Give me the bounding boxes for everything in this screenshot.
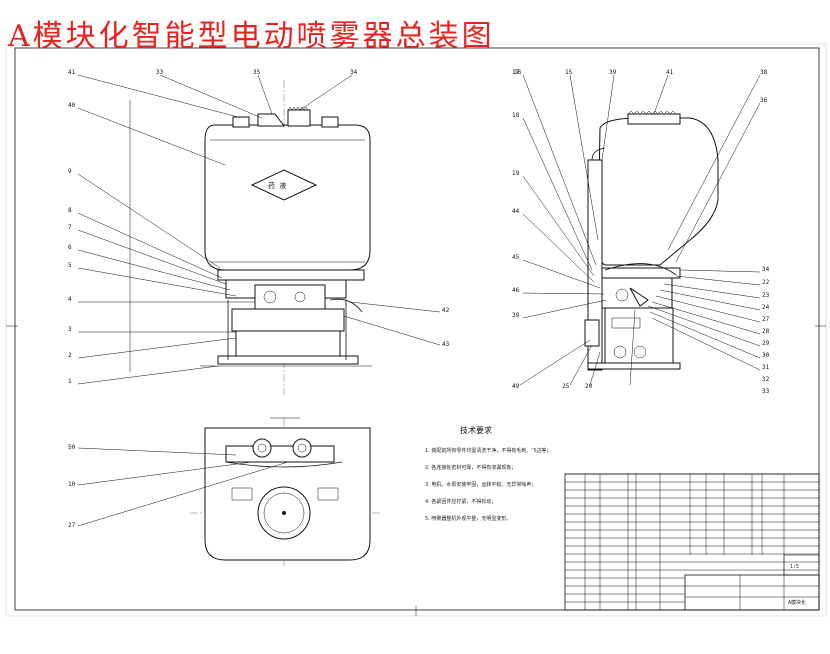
side-callout-bottom-2: 20 [585, 383, 593, 390]
front-callout-right-1: 43 [442, 341, 450, 348]
side-callout-right-3: 24 [762, 304, 770, 311]
tank-label: 药 液 [268, 181, 286, 190]
side-callout-left-0: 17 [512, 69, 520, 76]
front-callout-top-0: 33 [156, 69, 164, 76]
side-view [584, 110, 719, 371]
front-callout-top-2: 34 [350, 69, 358, 76]
side-callout-left-6: 39 [512, 312, 520, 319]
side-callout-top-5: 36 [760, 97, 768, 104]
drawing-number: A模块化 [788, 599, 806, 606]
side-callout-right-1: 22 [762, 279, 770, 286]
front-leaders [77, 74, 441, 385]
front-callout-left-8: 3 [68, 326, 72, 333]
front-callout-left-1: 40 [68, 102, 76, 109]
front-callout-right-0: 42 [442, 307, 450, 314]
note-line-2: 2. 各连接处密封可靠，不得有渗漏现象； [425, 464, 516, 471]
title-block: A模块化 1:5 [684, 554, 820, 611]
front-callout-left-10: 1 [68, 378, 72, 385]
front-callout-left-7: 4 [68, 296, 72, 303]
note-line-4: 4. 各紧固件应拧紧，不得松动； [425, 498, 496, 505]
parts-list [564, 473, 820, 611]
side-strap [587, 159, 603, 371]
side-callout-top-4: 38 [760, 69, 768, 76]
side-callout-bottom-0: 49 [512, 383, 520, 390]
side-tank [597, 117, 719, 266]
base-frame [217, 355, 359, 365]
side-callout-right-7: 30 [762, 352, 770, 359]
front-callout-left-0: 41 [68, 69, 76, 76]
side-callout-right-5: 28 [762, 328, 770, 335]
filler-cap [287, 109, 311, 127]
side-callout-left-3: 44 [512, 208, 520, 215]
side-callout-right-2: 23 [762, 292, 770, 299]
front-callout-left-3: 8 [68, 207, 72, 214]
side-callout-right-10: 33 [762, 388, 770, 395]
front-callout-left-9: 2 [68, 352, 72, 359]
tech-notes: 技术要求 1. 装配前所有零件均需清洗干净，不得有毛刺、飞边等； 2. 各连接处… [425, 425, 551, 522]
side-callout-right-6: 29 [762, 340, 770, 347]
side-callout-right-8: 31 [762, 364, 770, 371]
front-callout-left-6: 5 [68, 262, 72, 269]
note-line-5: 5. 喷雾器整机外观平整，无明显变形。 [425, 515, 511, 522]
front-callout-left-4: 7 [68, 224, 72, 231]
front-view: 药 液 [129, 80, 372, 395]
side-callout-bottom-1: 25 [562, 383, 570, 390]
tank-cap-left [232, 116, 250, 128]
side-callout-right-4: 27 [762, 316, 770, 323]
side-callout-top-1: 15 [565, 69, 573, 76]
plan-callout-0: 50 [68, 444, 76, 451]
drawing-border [14, 47, 820, 611]
front-callout-top-1: 35 [253, 69, 261, 76]
drawing-title: A模块化智能型电动喷雾器总装图 [8, 19, 495, 54]
side-filler-cap [627, 113, 681, 125]
motor [254, 284, 326, 310]
tank-cap-right [321, 116, 339, 128]
side-battery [604, 307, 674, 364]
battery-box [235, 330, 341, 357]
side-leaders [519, 74, 761, 386]
front-callout-left-2: 9 [68, 168, 72, 175]
front-callout-left-5: 6 [68, 244, 72, 251]
drawing-scale: 1:5 [790, 564, 799, 570]
tank-label-diamond [250, 169, 318, 201]
note-line-1: 1. 装配前所有零件均需清洗干净，不得有毛刺、飞边等； [425, 447, 551, 454]
notes-title: 技术要求 [460, 425, 492, 435]
side-callout-left-4: 45 [512, 254, 520, 261]
plan-callout-1: 10 [68, 481, 76, 488]
side-callout-left-1: 18 [512, 112, 520, 119]
side-callout-left-5: 46 [512, 287, 520, 294]
side-callout-left-2: 19 [512, 170, 520, 177]
side-callout-right-9: 32 [762, 376, 770, 383]
side-callout-top-2: 39 [609, 69, 617, 76]
plan-leaders [77, 447, 289, 527]
plan-callout-2: 27 [68, 522, 76, 529]
side-callout-top-0: 16 [514, 69, 522, 76]
side-callout-right-0: 34 [762, 266, 770, 273]
plan-view [190, 417, 380, 568]
side-callout-top-3: 41 [666, 69, 674, 76]
note-line-3: 3. 电机、水泵安装牢固，运转平稳，无异常噪声； [425, 481, 536, 488]
